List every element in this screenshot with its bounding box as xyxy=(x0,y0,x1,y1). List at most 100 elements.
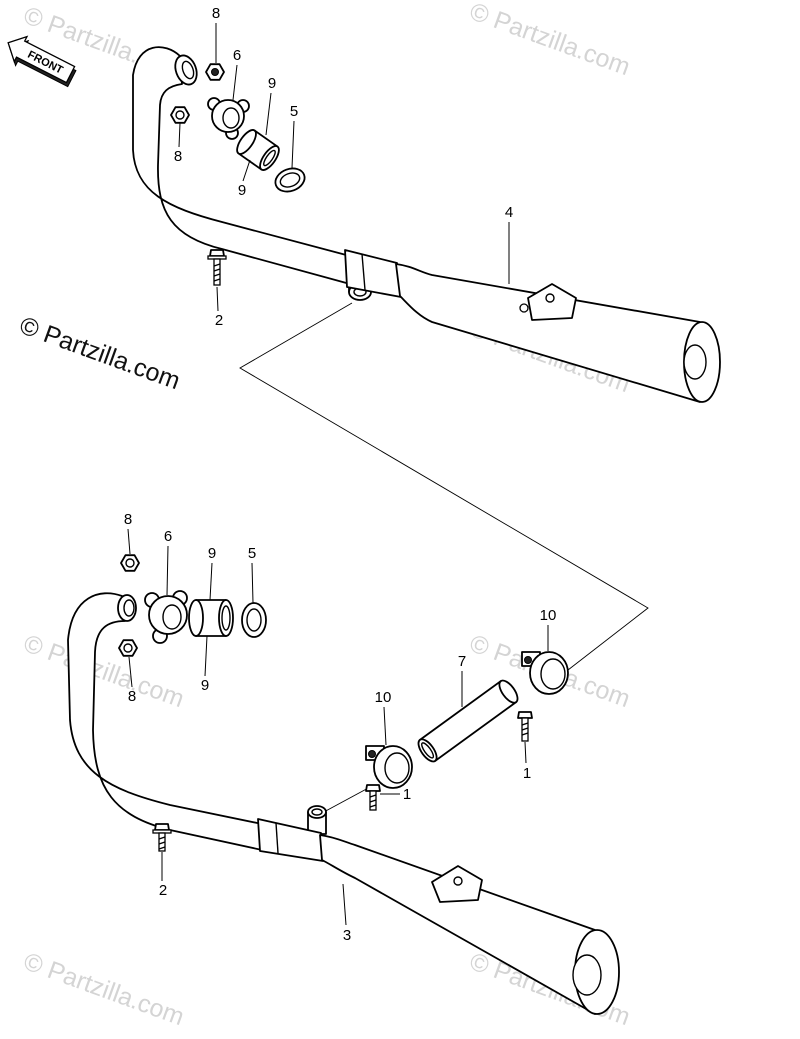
callout-collar-top: 9 xyxy=(208,545,216,562)
upper-collar xyxy=(236,129,280,171)
upper-header-pipe xyxy=(132,46,351,285)
lower-crossover-tube xyxy=(417,679,519,763)
lower-callouts: 8 6 9 5 9 8 10 7 10 1 1 2 3 xyxy=(124,511,557,944)
clamp-lug-bolt xyxy=(524,656,532,664)
upper-flange xyxy=(207,97,250,140)
callout-gasket: 5 xyxy=(248,545,256,562)
callout-collar-bottom: 9 xyxy=(238,182,246,199)
lower-bracket-hole xyxy=(453,876,463,886)
callout-bolt-right: 1 xyxy=(523,765,531,782)
upper-muffler xyxy=(395,263,701,403)
gasket-inner xyxy=(279,172,301,188)
watermark: © Partzilla.com xyxy=(466,0,634,81)
bolt-head xyxy=(209,249,225,257)
watermark: © Partzilla.com xyxy=(20,947,188,1031)
callout-bolt-left: 1 xyxy=(403,786,411,803)
lower-collar xyxy=(188,599,234,637)
callout-flange: 6 xyxy=(233,47,241,64)
lower-bolt-right xyxy=(517,711,533,742)
clamp-bore xyxy=(540,658,566,690)
upper-bracket-hole xyxy=(545,293,555,303)
leader-bolt xyxy=(216,286,219,312)
lower-muffler xyxy=(319,834,596,1015)
upper-joint-edge xyxy=(361,253,366,291)
collar-bore xyxy=(263,149,276,167)
leader-nut-bottom xyxy=(178,122,181,148)
bolt-threads xyxy=(213,263,221,282)
bolt-head xyxy=(365,784,381,792)
collar-end-back xyxy=(236,129,257,155)
upper-bracket-stud xyxy=(519,303,529,313)
lower-nut-bottom xyxy=(118,639,138,657)
bolt-head xyxy=(154,823,170,831)
nut-bore xyxy=(125,558,135,568)
callout-nut-top: 8 xyxy=(212,5,220,22)
callout-bolt: 2 xyxy=(215,312,223,329)
crossover-link-line xyxy=(239,302,649,671)
callout-collar-top: 9 xyxy=(268,75,276,92)
nut-bore xyxy=(175,110,185,120)
nut-bore xyxy=(211,68,219,76)
callout-muffler: 3 xyxy=(343,927,351,944)
callout-gasket: 5 xyxy=(290,103,298,120)
leader-nut-top xyxy=(127,528,131,555)
lower-nut-top xyxy=(120,554,140,572)
lower-clamp-left xyxy=(365,745,413,789)
leader-collar-top xyxy=(209,562,213,601)
leader-flange xyxy=(166,545,169,596)
bolt-threads xyxy=(369,794,377,808)
leader-gasket xyxy=(251,562,254,604)
callout-nut-bottom: 8 xyxy=(128,688,136,705)
callout-clamp-right: 10 xyxy=(540,607,557,624)
upper-assembly: 8 6 9 5 8 9 4 2 xyxy=(132,5,721,403)
bolt-threads xyxy=(158,836,166,850)
bolt-threads xyxy=(521,722,529,736)
lower-joint-edge xyxy=(275,822,279,854)
callout-bolt: 2 xyxy=(159,882,167,899)
flange-bore xyxy=(222,107,240,129)
lower-bolt xyxy=(152,823,172,852)
leader-flange xyxy=(232,64,238,101)
collar-bore xyxy=(221,605,231,631)
lower-assembly: 8 6 9 5 9 8 10 7 10 1 1 2 3 xyxy=(67,511,620,1015)
lower-clamp-right xyxy=(521,651,569,695)
bolt-head xyxy=(517,711,533,719)
callout-nut-top: 8 xyxy=(124,511,132,528)
upper-callouts: 8 6 9 5 8 9 4 2 xyxy=(174,5,513,329)
callout-clamp-left: 10 xyxy=(375,689,392,706)
lower-pipe-inlet-bore xyxy=(123,599,135,617)
leader-nut-bottom xyxy=(128,656,133,688)
lower-gasket xyxy=(241,602,267,638)
clamp-lug-bolt xyxy=(368,750,376,758)
gasket-inner xyxy=(246,608,262,632)
watermark-layer: © Partzilla.com © Partzilla.com © Partzi… xyxy=(20,0,634,1031)
callout-flange: 6 xyxy=(164,528,172,545)
front-arrow: FRONT xyxy=(7,35,77,88)
leader-collar-top xyxy=(265,92,272,136)
collar-end-back xyxy=(188,599,204,637)
upper-nut-top xyxy=(205,63,225,81)
flange-bore xyxy=(162,604,182,630)
upper-bolt xyxy=(207,249,227,286)
callout-muffler: 4 xyxy=(505,204,513,221)
tube-end-right xyxy=(498,679,519,704)
lower-crossover-link-line xyxy=(321,785,373,814)
leader-gasket xyxy=(291,120,295,169)
leader-muffler xyxy=(342,883,347,926)
leader-clamp-left xyxy=(383,706,387,746)
upper-nut-bottom xyxy=(170,106,190,124)
callout-tube: 7 xyxy=(458,653,466,670)
callout-nut-bottom: 8 xyxy=(174,148,182,165)
callout-collar-bottom: 9 xyxy=(201,677,209,694)
upper-pipe-inlet-bore xyxy=(181,60,195,80)
tube-bore xyxy=(421,742,435,759)
leader-bolt-right xyxy=(524,741,527,764)
lower-flange xyxy=(144,590,188,644)
lower-bolt-left xyxy=(365,784,381,811)
watermark: © Partzilla.com xyxy=(16,311,184,395)
bolt-shank xyxy=(213,258,221,286)
lower-muffler-tailpipe xyxy=(572,954,602,996)
clamp-bore xyxy=(384,752,410,784)
leader-collar-bottom xyxy=(204,635,208,677)
